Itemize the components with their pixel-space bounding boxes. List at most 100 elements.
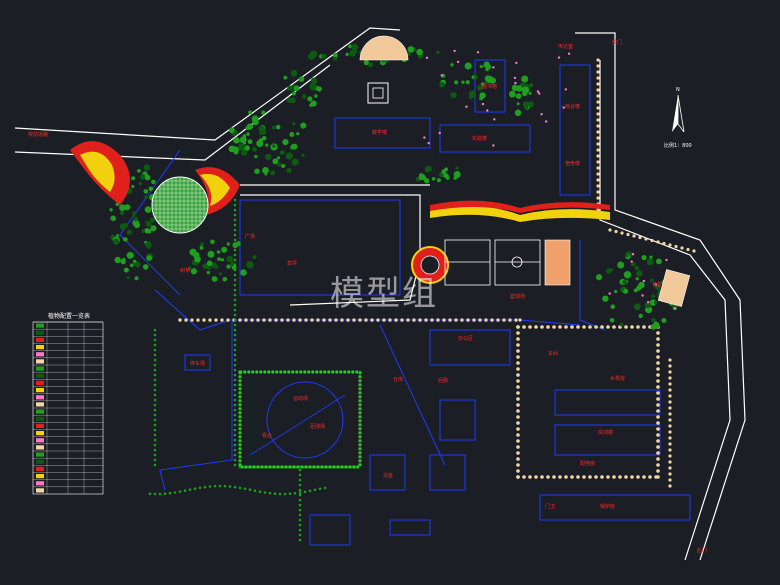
tree bbox=[211, 276, 218, 282]
hedge-green bbox=[278, 492, 282, 496]
hedge-green bbox=[233, 233, 237, 237]
hedge-green bbox=[153, 418, 157, 422]
tree bbox=[143, 164, 150, 171]
tree bbox=[454, 80, 459, 85]
tree bbox=[134, 261, 141, 268]
tree bbox=[246, 132, 250, 136]
hedge-green bbox=[198, 486, 202, 490]
flower-pink bbox=[642, 279, 646, 283]
hedge-dot bbox=[668, 460, 672, 464]
hedge-dot bbox=[516, 415, 520, 419]
hedge-dot bbox=[358, 318, 362, 322]
tree bbox=[436, 178, 441, 183]
flower-pink bbox=[540, 113, 543, 116]
hedge-dot bbox=[522, 475, 526, 479]
tree bbox=[419, 173, 424, 178]
watermark: 模型组 bbox=[330, 274, 438, 314]
tree bbox=[439, 81, 445, 88]
hedge-green bbox=[298, 513, 302, 517]
hedge-green bbox=[153, 403, 157, 407]
tree bbox=[132, 259, 137, 263]
central-plaza bbox=[151, 176, 209, 234]
hedge-green bbox=[233, 293, 237, 297]
hedge-green bbox=[233, 263, 237, 267]
hedge-dot bbox=[516, 367, 520, 371]
tree bbox=[444, 167, 449, 172]
hedge-dot bbox=[346, 318, 350, 322]
tree bbox=[301, 153, 305, 157]
hedge-green bbox=[258, 465, 262, 469]
hedge-dot bbox=[516, 385, 520, 389]
tree bbox=[646, 258, 654, 266]
flower-pink bbox=[425, 56, 429, 59]
hedge-dot bbox=[262, 318, 266, 322]
hedge-green bbox=[153, 438, 157, 442]
tree bbox=[141, 229, 146, 233]
hedge-dot bbox=[650, 238, 654, 243]
tree bbox=[654, 300, 658, 305]
tree bbox=[247, 139, 253, 145]
hedge-green bbox=[306, 465, 310, 469]
tree bbox=[246, 261, 254, 269]
flower-strip-red bbox=[430, 200, 610, 213]
tree bbox=[145, 220, 150, 225]
hedge-green bbox=[153, 448, 157, 452]
tree bbox=[298, 76, 305, 82]
tree bbox=[310, 77, 318, 85]
boundary-box-3 bbox=[429, 454, 466, 491]
tree bbox=[649, 255, 653, 259]
tree bbox=[332, 53, 338, 58]
hedge-dot bbox=[292, 318, 296, 322]
hedge-dot bbox=[418, 318, 422, 322]
tree bbox=[291, 158, 299, 166]
legend-swatch bbox=[36, 359, 44, 364]
hedge-green bbox=[233, 323, 237, 327]
hedge-dot bbox=[656, 343, 660, 347]
hedge-green bbox=[233, 313, 237, 317]
plaza-grid bbox=[152, 177, 208, 233]
tree bbox=[126, 229, 133, 235]
hedge-green bbox=[233, 253, 237, 257]
hedge-dot bbox=[606, 325, 610, 329]
tree bbox=[133, 217, 139, 222]
legend-swatch bbox=[36, 438, 44, 443]
hedge-dot bbox=[596, 148, 600, 152]
hedge-dot bbox=[412, 318, 416, 322]
hedge-green bbox=[153, 443, 157, 447]
hedge-dot bbox=[668, 424, 672, 428]
hedge-dot bbox=[424, 318, 428, 322]
boundary-box-7 bbox=[554, 389, 661, 416]
tree bbox=[221, 246, 228, 253]
tree bbox=[207, 250, 215, 258]
flower-pink bbox=[453, 49, 456, 53]
hedge-dot bbox=[582, 325, 586, 329]
tree bbox=[522, 86, 530, 94]
tree bbox=[651, 294, 656, 298]
tree bbox=[259, 130, 264, 136]
hedge-green bbox=[153, 338, 157, 342]
hedge-dot bbox=[668, 243, 672, 247]
hedge-green bbox=[238, 465, 242, 469]
hedge-green bbox=[153, 363, 157, 367]
hedge-green bbox=[298, 518, 302, 522]
boundary-line-1 bbox=[154, 289, 581, 331]
tree bbox=[248, 110, 253, 115]
hedge-dot bbox=[656, 469, 660, 473]
tree bbox=[635, 277, 639, 281]
track-circle bbox=[266, 381, 344, 459]
tree bbox=[431, 177, 436, 181]
tree bbox=[656, 258, 662, 265]
hedge-dot bbox=[558, 325, 562, 329]
hedge-dot bbox=[328, 318, 332, 322]
tree bbox=[638, 313, 643, 319]
hedge-green bbox=[233, 423, 237, 427]
tree bbox=[277, 156, 281, 160]
hedge-green bbox=[238, 486, 242, 490]
hedge-dot bbox=[668, 364, 672, 368]
hedge-green bbox=[233, 403, 237, 407]
hedge-green bbox=[233, 373, 237, 377]
flower-pink bbox=[665, 258, 668, 262]
tree bbox=[516, 102, 520, 106]
hedge-green bbox=[233, 368, 237, 372]
hedge-dot bbox=[552, 475, 556, 479]
